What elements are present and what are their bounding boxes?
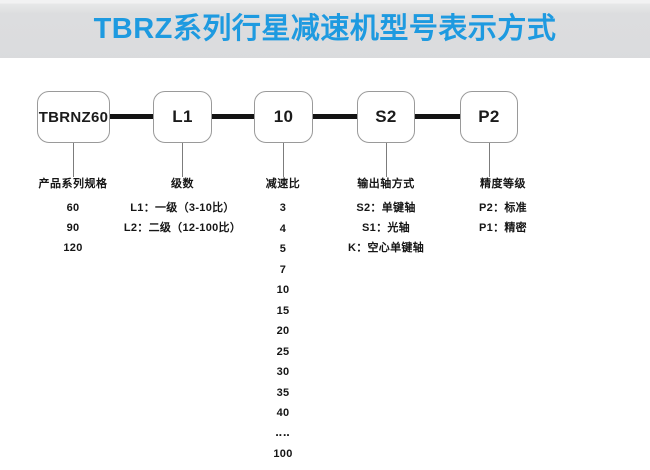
list-item: L2：二级（12-100比）: [123, 222, 242, 234]
connector-bar-1: [108, 114, 155, 119]
drop-line-2: [182, 143, 183, 177]
column-header-output-shaft: 输出轴方式: [357, 178, 415, 190]
stage-code-text: L1: [172, 107, 193, 126]
title-banner: TBRZ系列行星减速机型号表示方式: [0, 0, 650, 59]
model-code-text: TBRNZ60: [38, 108, 109, 126]
connector-bar-3: [311, 114, 359, 119]
stage-code-box[interactable]: L1: [153, 91, 212, 143]
model-code-diagram: TBRNZ60 L1 10 S2 P2 产品系列规格 60 90 120 级数 …: [0, 59, 650, 470]
precision-code-text: P2: [478, 107, 500, 126]
list-item: 90: [66, 222, 80, 234]
drop-line-3: [283, 143, 284, 177]
column-header-stages: 级数: [171, 178, 194, 190]
label-column-precision: 精度等级 P2：标准 P1：精密: [453, 177, 553, 238]
drop-line-4: [386, 143, 387, 177]
drop-line-1: [73, 143, 74, 177]
list-item: 25: [276, 345, 290, 358]
list-item: 4: [279, 222, 287, 235]
list-item: K：空心单键轴: [347, 242, 425, 254]
connector-bar-2: [210, 114, 256, 119]
list-item: 15: [276, 304, 290, 317]
label-column-stages: 级数 L1：一级（3-10比） L2：二级（12-100比）: [110, 177, 255, 238]
ratio-code-box[interactable]: 10: [254, 91, 313, 143]
output-shaft-code-box[interactable]: S2: [357, 91, 415, 143]
connector-bar-4: [413, 114, 462, 119]
page-title: TBRZ系列行星减速机型号表示方式: [93, 13, 557, 45]
list-item: 100: [273, 448, 293, 460]
list-item: 120: [63, 242, 83, 254]
list-item: 20: [276, 325, 290, 337]
drop-line-5: [489, 143, 490, 177]
list-item: 40: [276, 407, 290, 419]
list-item: 5: [279, 243, 287, 255]
column-header-series: 产品系列规格: [38, 178, 108, 190]
output-shaft-code-text: S2: [375, 107, 397, 126]
column-header-ratios: 减速比: [265, 178, 301, 190]
list-item: 60: [66, 202, 80, 214]
column-header-precision: 精度等级: [480, 178, 526, 190]
ratio-code-text: 10: [273, 107, 294, 126]
list-item: P2：标准: [479, 202, 527, 214]
list-item: 30: [276, 366, 290, 378]
list-item: S2：单键轴: [356, 202, 416, 214]
list-item: 10: [276, 284, 290, 296]
list-item: L1：一级（3-10比）: [130, 202, 235, 214]
list-item: 35: [276, 386, 290, 399]
label-column-series: 产品系列规格 60 90 120: [13, 177, 133, 258]
model-code-box[interactable]: TBRNZ60: [37, 91, 110, 143]
list-item: 3: [279, 202, 287, 214]
list-item: P1：精密: [479, 222, 527, 234]
list-item: S1：光轴: [362, 222, 410, 234]
label-column-output-shaft: 输出轴方式 S2：单键轴 S1：光轴 K：空心单键轴: [326, 177, 446, 258]
label-column-ratios: 减速比 3 4 5 7 10 15 20 25 30 35 40 ‥‥ 100: [243, 177, 323, 465]
precision-code-box[interactable]: P2: [460, 91, 518, 143]
list-item: 7: [279, 263, 287, 276]
list-item-ellipsis: ‥‥: [275, 427, 291, 439]
